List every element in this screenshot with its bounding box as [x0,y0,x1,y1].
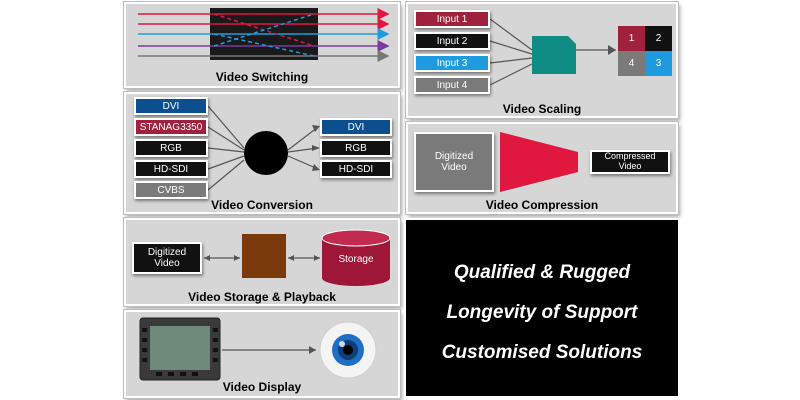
conv-input-stanag3350: STANAG3350 [134,118,208,136]
grid-cell-1: 1 [618,26,645,51]
tagline-longevity-support: Longevity of Support [446,302,638,323]
video-conversion-title: Video Conversion [211,198,313,212]
conversion-connectors [207,105,320,191]
tagline-customised-solutions: Customised Solutions [441,342,643,363]
conv-output-dvi: DVI [320,118,392,136]
compression-input-box: Digitized Video [414,132,494,192]
input-1-box: Input 1 [414,10,490,28]
grid-cell-4: 4 [618,51,645,76]
switch-matrix-icon [138,8,390,62]
conv-output-rgb: RGB [320,139,392,157]
display-graphics [139,317,377,381]
storage-cylinder-icon [321,229,391,286]
video-scaling-panel: Input 1 Input 2 Input 3 Input 4 1 2 4 3 … [406,2,678,118]
input-4-box: Input 4 [414,76,490,94]
conv-input-cvbs: CVBS [134,181,208,199]
scaling-connectors [489,18,616,86]
converter-circle-icon [244,131,288,175]
grid-cell-3: 3 [645,51,672,76]
input-3-box: Input 3 [414,54,490,72]
video-switching-title: Video Switching [215,70,309,84]
compression-output-box: Compressed Video [590,150,670,174]
conv-input-rgb: RGB [134,139,208,157]
video-switching-panel: Video Switching [124,2,400,88]
eye-icon [319,321,377,379]
grid-cell-2: 2 [645,26,672,51]
conv-input-hd-sdi: HD-SDI [134,160,208,178]
storage-label: Storage [338,254,374,265]
conv-input-dvi: DVI [134,97,208,115]
rugged-monitor-icon [139,317,221,381]
tagline-qualified-rugged: Qualified & Rugged [453,262,631,283]
video-storage-title: Video Storage & Playback [188,290,336,304]
video-compression-title: Video Compression [485,198,599,212]
video-display-panel: Video Display [124,310,400,398]
scaled-output-grid: 1 2 4 3 [618,26,672,76]
input-2-box: Input 2 [414,32,490,50]
storage-connectors [204,229,391,286]
scaler-chip-icon [532,36,576,74]
video-display-title: Video Display [222,380,302,394]
video-storage-panel: Digitized Video Storage Video Storage & … [124,218,400,306]
video-conversion-panel: DVI STANAG3350 RGB HD-SDI CVBS DVI RGB H… [124,92,400,214]
conv-output-hd-sdi: HD-SDI [320,160,392,178]
compression-funnel-icon [500,132,578,192]
taglines-panel: Qualified & Rugged Longevity of Support … [404,218,680,398]
video-compression-panel: Digitized Video Compressed Video Video C… [406,122,678,214]
video-scaling-title: Video Scaling [502,102,582,116]
storage-input-box: Digitized Video [132,242,202,274]
recorder-block-icon [242,234,286,278]
